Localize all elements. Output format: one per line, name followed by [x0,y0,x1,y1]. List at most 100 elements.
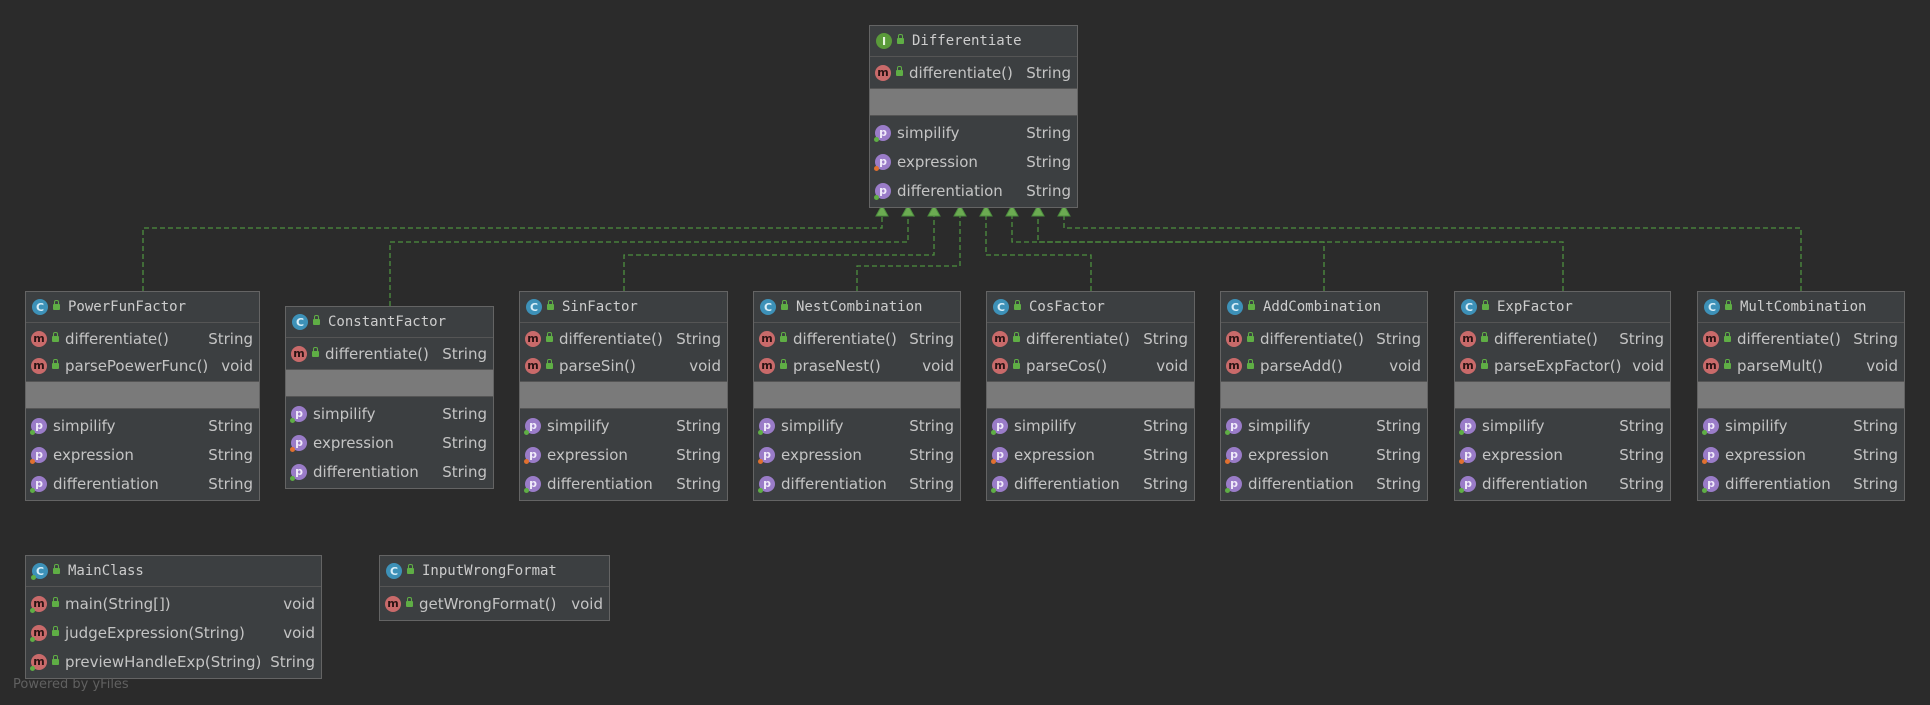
method-icon: m [30,653,47,671]
method-name: parseAdd() [1260,356,1343,375]
node-title: PowerFunFactor [68,299,187,315]
field-name: expression [313,433,394,452]
field-type: String [1376,416,1421,435]
field-name: simpilify [1248,416,1311,435]
property-icon: p [290,463,307,481]
watermark: Powered by yFiles [13,677,129,692]
field-name: expression [781,445,862,464]
realization-arrowhead [1057,203,1071,217]
field-type: String [676,416,721,435]
realization-link [623,215,935,291]
realization-link [389,215,909,306]
property-icon: p [874,153,891,171]
property-icon: p [524,475,541,493]
method-row[interactable]: m getWrongFormat() void [380,589,609,618]
method-row[interactable]: m previewHandleExp(String) String [26,647,321,676]
field-type: String [1143,445,1188,464]
method-icon: m [291,345,307,362]
field-type: String [442,433,487,452]
method-type: void [283,594,315,613]
node-header: C MainClass [26,556,321,587]
field-type: String [1853,416,1898,435]
field-name: expression [1482,445,1563,464]
realization-arrowhead [901,203,915,217]
method-name: parseExpFactor() [1494,356,1622,375]
field-type: String [1026,123,1071,142]
method-type: String [1376,329,1421,348]
method-icon: m [525,330,541,347]
empty-section [987,382,1194,409]
property-icon: p [1459,446,1476,464]
public-lock-icon [1013,331,1020,342]
field-name: simpilify [313,404,376,423]
field-type: String [1619,474,1664,493]
property-icon: p [524,446,541,464]
field-name: differentiation [53,474,159,493]
field-row[interactable]: p expression String [870,147,1077,176]
method-row[interactable]: m main(String[]) void [26,589,321,618]
method-row[interactable]: m differentiate() String [870,59,1077,86]
field-row[interactable]: p differentiation String [870,176,1077,205]
node-title: ExpFactor [1497,299,1573,315]
class-node-inputwrongformat[interactable]: C InputWrongFormat m getWrongFormat() vo… [379,555,610,621]
interface-node-differentiate[interactable]: I Differentiate m differentiate() String… [869,25,1078,208]
class-node-mainclass[interactable]: C MainClass m main(String[]) void m judg… [25,555,322,679]
public-lock-icon [1725,300,1732,310]
method-row[interactable]: m judgeExpression(String) void [26,618,321,647]
method-name: main(String[]) [65,594,171,613]
field-row[interactable]: p simpilify String [870,118,1077,147]
class-icon: C [32,299,48,315]
